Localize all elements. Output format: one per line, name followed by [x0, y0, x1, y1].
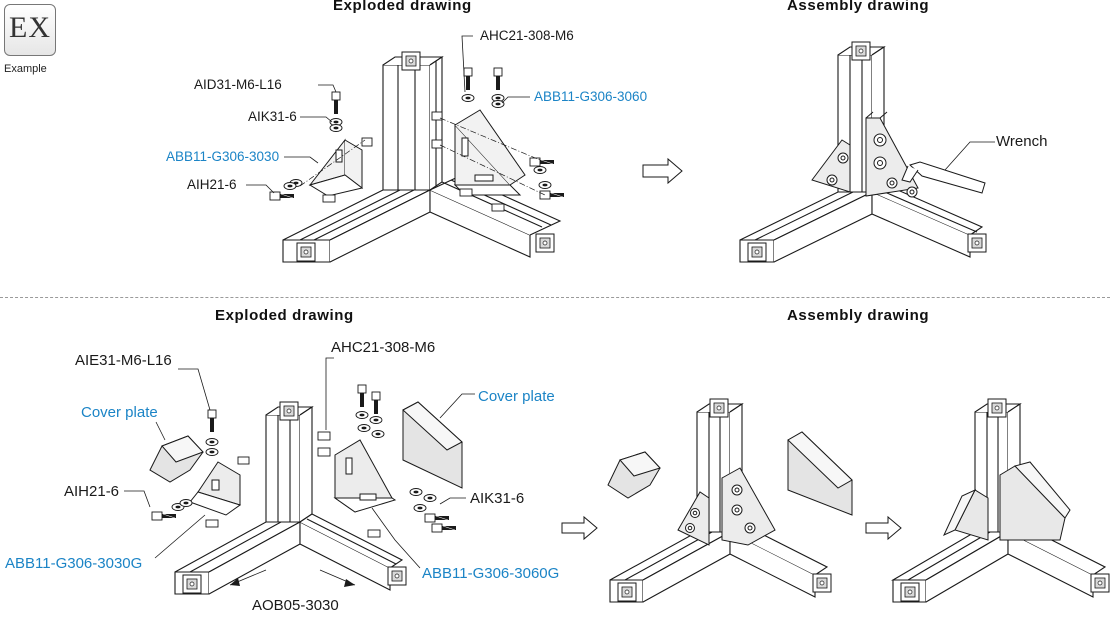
- label-wrench: Wrench: [996, 133, 1048, 150]
- bottom-assembly-a-frame: [609, 402, 829, 603]
- label-bottom-abb3030g: ABB11-G306-3030G: [5, 555, 143, 572]
- bottom-arrow-2: [865, 515, 902, 541]
- bottom-assembly-b-covers: [942, 461, 1071, 541]
- bottom-assembly-a-cover-right: [787, 431, 853, 516]
- label-top-abb3030: ABB11-G306-3030: [166, 149, 280, 164]
- example-caption: Example: [4, 63, 47, 75]
- label-top-ahc21: AHC21-308-M6: [480, 28, 574, 43]
- bottom-assembly-heading: Assembly drawing: [787, 307, 930, 324]
- top-assembly-frame: [739, 45, 984, 263]
- bottom-exploded-fasteners: [150, 383, 458, 538]
- top-exploded-bracket-3060: [453, 109, 526, 196]
- bottom-exploded-cover-right: [402, 401, 463, 489]
- bottom-assembly-a-bolts: [685, 484, 756, 534]
- label-bottom-cover-left: Cover plate: [81, 404, 158, 421]
- top-assembly-profile-end-left: [747, 242, 767, 262]
- bottom-assembly-b-profile-end-left: [900, 582, 920, 602]
- top-assembly-heading: Assembly drawing: [787, 0, 930, 14]
- top-exploded-profile-end-left: [296, 242, 316, 262]
- bottom-assembly-a-cover-left: [607, 451, 661, 499]
- label-top-aik31: AIK31-6: [248, 109, 297, 124]
- top-exploded-fasteners: [268, 66, 566, 212]
- bottom-exploded-frame: [174, 405, 404, 595]
- top-exploded-frame: [282, 55, 562, 263]
- top-exploded-profile-end-top: [401, 51, 421, 71]
- bottom-exploded-bracket-3060g: [333, 439, 397, 513]
- bottom-exploded-profile-end-right: [387, 566, 407, 586]
- bottom-exploded-heading: Exploded drawing: [215, 307, 354, 324]
- top-exploded-profile-end-right: [535, 233, 555, 253]
- bottom-exploded-bracket-3030g: [189, 461, 242, 516]
- label-top-abb3060: ABB11-G306-3060: [534, 89, 648, 104]
- wrench-leader: [944, 141, 995, 171]
- example-badge-text: EX: [9, 11, 51, 44]
- bottom-assembly-a-brackets: [677, 467, 776, 546]
- bottom-assembly-b-profile-end-top: [987, 398, 1007, 418]
- label-bottom-abb3060g: ABB11-G306-3060G: [422, 565, 560, 582]
- top-assembly-wrench-shape: [901, 161, 986, 194]
- label-bottom-cover-right: Cover plate: [478, 388, 555, 405]
- top-arrow: [642, 157, 683, 185]
- label-top-aid31: AID31-M6-L16: [194, 77, 282, 92]
- label-bottom-aik31: AIK31-6: [470, 490, 525, 507]
- top-assembly-profile-end-right: [967, 233, 987, 253]
- top-exploded-bracket-3030: [308, 138, 364, 197]
- top-exploded-leaders: [246, 35, 530, 194]
- bottom-exploded-profile-end-left: [182, 574, 202, 594]
- top-assembly-profile-end-top: [851, 41, 871, 61]
- bottom-assembly-b-frame: [890, 402, 1107, 603]
- section-divider: [0, 297, 1110, 298]
- aob-arrowheads: [230, 578, 355, 587]
- bottom-assembly-a-profile-end-top: [709, 398, 729, 418]
- top-exploded-axis-lines: [299, 117, 546, 196]
- example-badge: EX: [4, 4, 56, 56]
- label-bottom-aih21: AIH21-6: [64, 483, 120, 500]
- bottom-exploded-profile-end-top: [279, 401, 299, 421]
- label-bottom-ahc21: AHC21-308-M6: [331, 339, 436, 356]
- bottom-arrow-1: [561, 515, 598, 541]
- bottom-assembly-a-profile-end-left: [617, 582, 637, 602]
- label-bottom-aob05: AOB05-3030: [252, 597, 339, 614]
- bottom-exploded-cover-left: [149, 435, 204, 483]
- bottom-assembly-b-profile-end-right: [1090, 573, 1110, 593]
- label-top-aih21: AIH21-6: [187, 177, 237, 192]
- top-exploded-heading: Exploded drawing: [333, 0, 472, 14]
- label-bottom-aie31: AIE31-M6-L16: [75, 352, 172, 369]
- bottom-assembly-a-profile-end-right: [812, 573, 832, 593]
- top-assembly-bolts: [826, 133, 918, 198]
